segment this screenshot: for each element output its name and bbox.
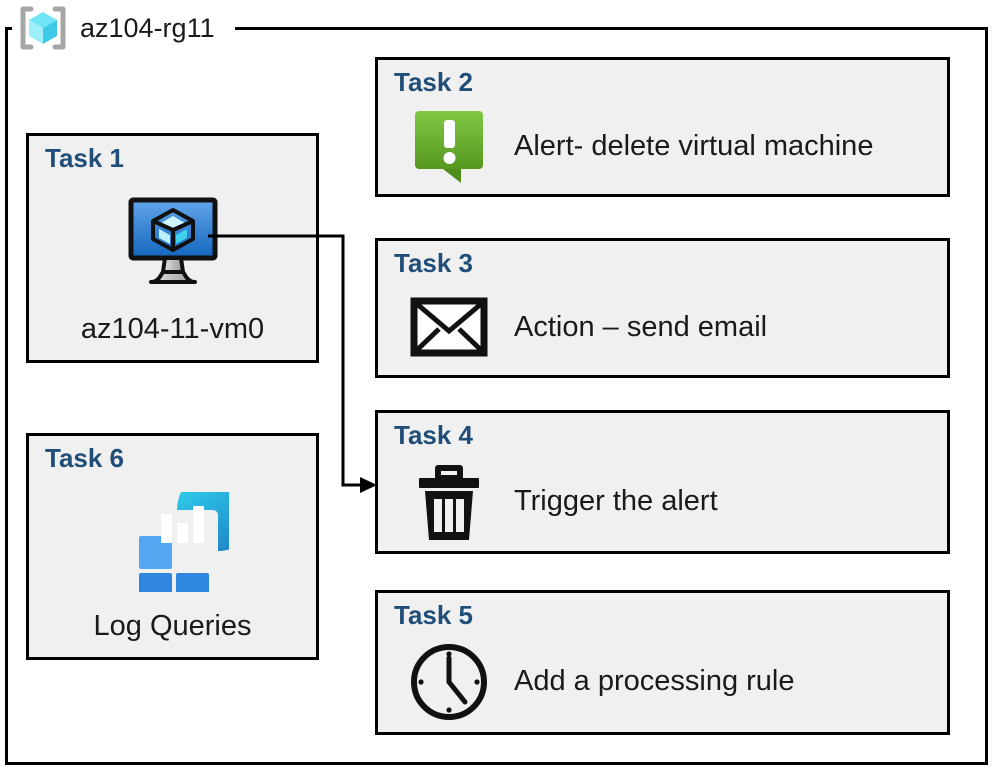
- log-analytics-chart-icon: [29, 492, 316, 592]
- task-6-title: Task 6: [45, 443, 125, 473]
- resource-group-label: az104-rg11: [12, 6, 235, 50]
- task-4-title: Task 4: [394, 420, 474, 450]
- card-task-3[interactable]: Task 3 Action – send email: [375, 238, 950, 378]
- virtual-machine-monitor-icon: [29, 194, 316, 290]
- trash-can-delete-icon: [406, 462, 492, 540]
- resource-group-name: az104-rg11: [80, 12, 215, 43]
- task-1-title: Task 1: [45, 143, 125, 173]
- card-task-5[interactable]: Task 5 Add a processing rule: [375, 590, 950, 735]
- task-4-label: Trigger the alert: [514, 484, 718, 517]
- card-task-4[interactable]: Task 4 Trigger the alert: [375, 410, 950, 554]
- task-6-caption: Log Queries: [93, 610, 252, 642]
- azure-resource-group-cube-icon: [16, 6, 70, 50]
- task-5-label: Add a processing rule: [514, 665, 795, 697]
- alert-exclamation-bubble-icon: [406, 107, 492, 185]
- envelope-email-icon: [406, 288, 492, 366]
- task-2-label: Alert- delete virtual machine: [514, 129, 874, 162]
- card-task-6[interactable]: Task 6 Log Queri: [26, 433, 319, 660]
- card-task-1[interactable]: Task 1: [26, 133, 319, 363]
- resource-group-frame: [5, 27, 988, 765]
- card-task-2[interactable]: Task 2: [375, 57, 950, 197]
- task-3-label: Action – send email: [514, 310, 768, 343]
- task-3-title: Task 3: [394, 248, 474, 278]
- task-2-title: Task 2: [394, 67, 474, 97]
- task-5-title: Task 5: [394, 600, 474, 630]
- clock-time-icon: [406, 643, 492, 721]
- task-1-caption: az104-11-vm0: [80, 313, 265, 345]
